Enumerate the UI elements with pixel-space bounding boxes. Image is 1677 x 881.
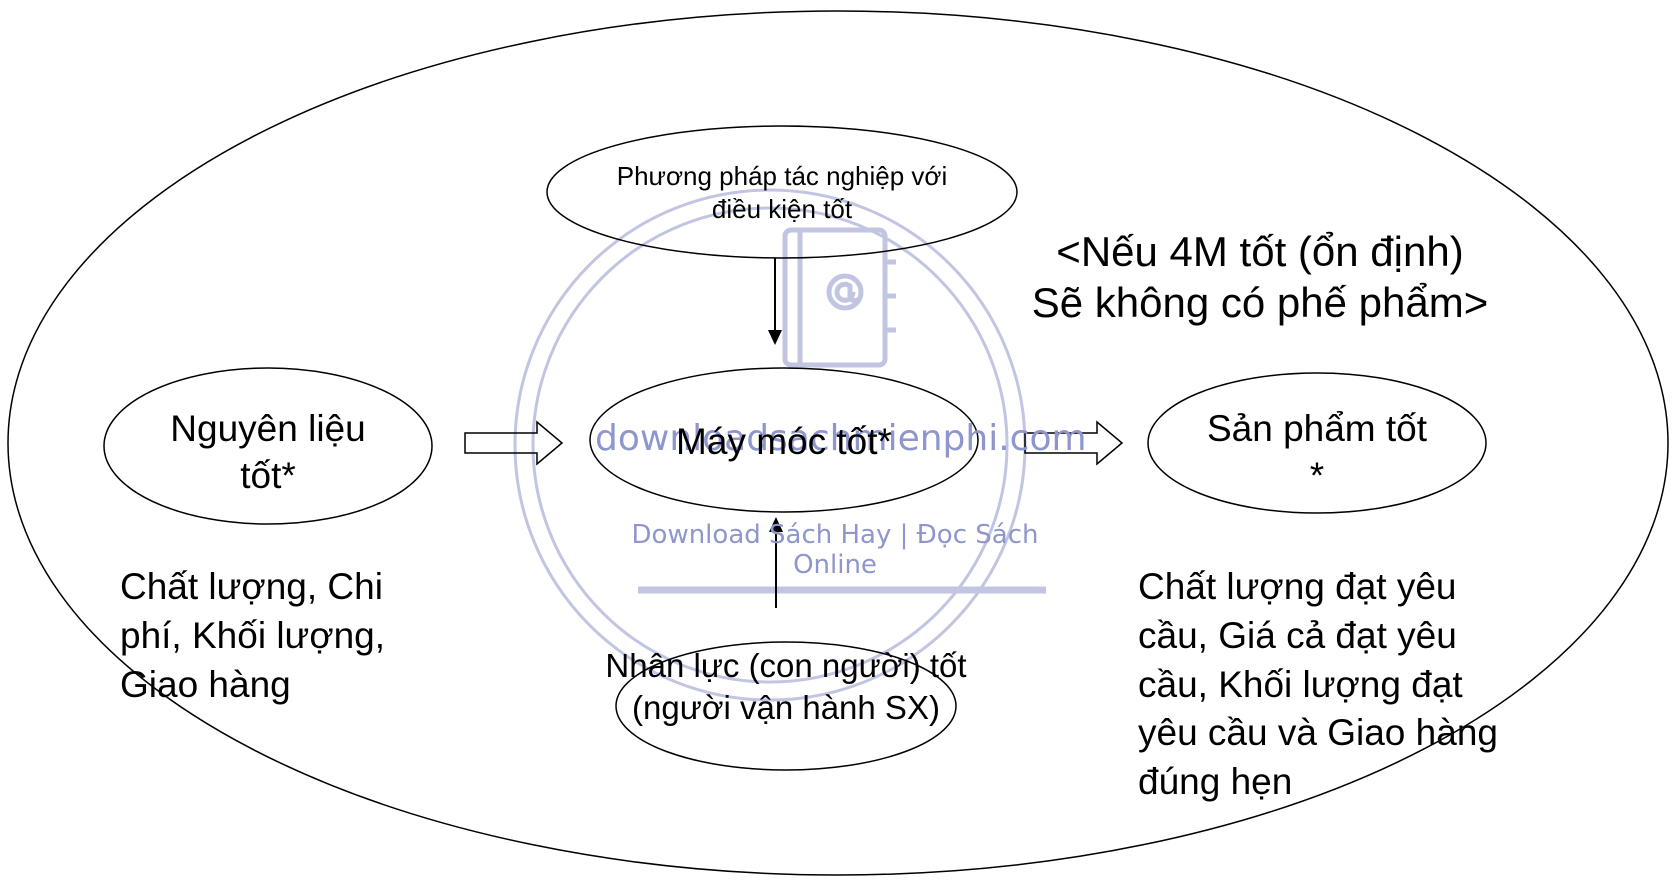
method-node-label: Phương pháp tác nghiệp với điều kiện tốt: [616, 161, 948, 225]
edge-material-to-machine: [464, 420, 564, 466]
watermark-tagline-text: Download Sách Hay | Đọc Sách Online: [631, 520, 1039, 580]
machine-node-ellipse: [589, 367, 979, 513]
material-node-label: Nguyên liệu tốt*: [170, 408, 366, 497]
watermark-emblem: [513, 188, 1046, 702]
product-node-ellipse: [1147, 372, 1487, 514]
product-criteria-note: Chất lượng đạt yêu cầu, Giá cả đạt yêu c…: [1138, 566, 1498, 803]
machine-node-label: Máy móc tốt*: [676, 421, 892, 462]
watermark-site-text: downloadsachmienphi.com: [595, 418, 1087, 459]
material-node-ellipse: [103, 367, 433, 525]
watermark-inner-ring: [531, 206, 1009, 684]
condition-note: <Nếu 4M tốt (ổn định) Sẽ không có phế ph…: [1031, 228, 1489, 327]
product-node-label: Sản phẩm tốt *: [1206, 408, 1428, 497]
address-book-icon: [782, 227, 896, 368]
edge-method-to-machine: [768, 258, 782, 345]
edge-machine-to-product: [1024, 420, 1124, 466]
outer-boundary-ellipse: [7, 10, 1669, 876]
method-node-ellipse: [546, 125, 1018, 259]
manpower-node-label: Nhân lực (con người) tốt (người vận hành…: [605, 647, 967, 727]
material-criteria-note: Chất lượng, Chi phí, Khối lượng, Giao hà…: [120, 566, 386, 705]
edge-manpower-to-machine: [769, 517, 783, 608]
manpower-node-ellipse: [615, 641, 957, 771]
